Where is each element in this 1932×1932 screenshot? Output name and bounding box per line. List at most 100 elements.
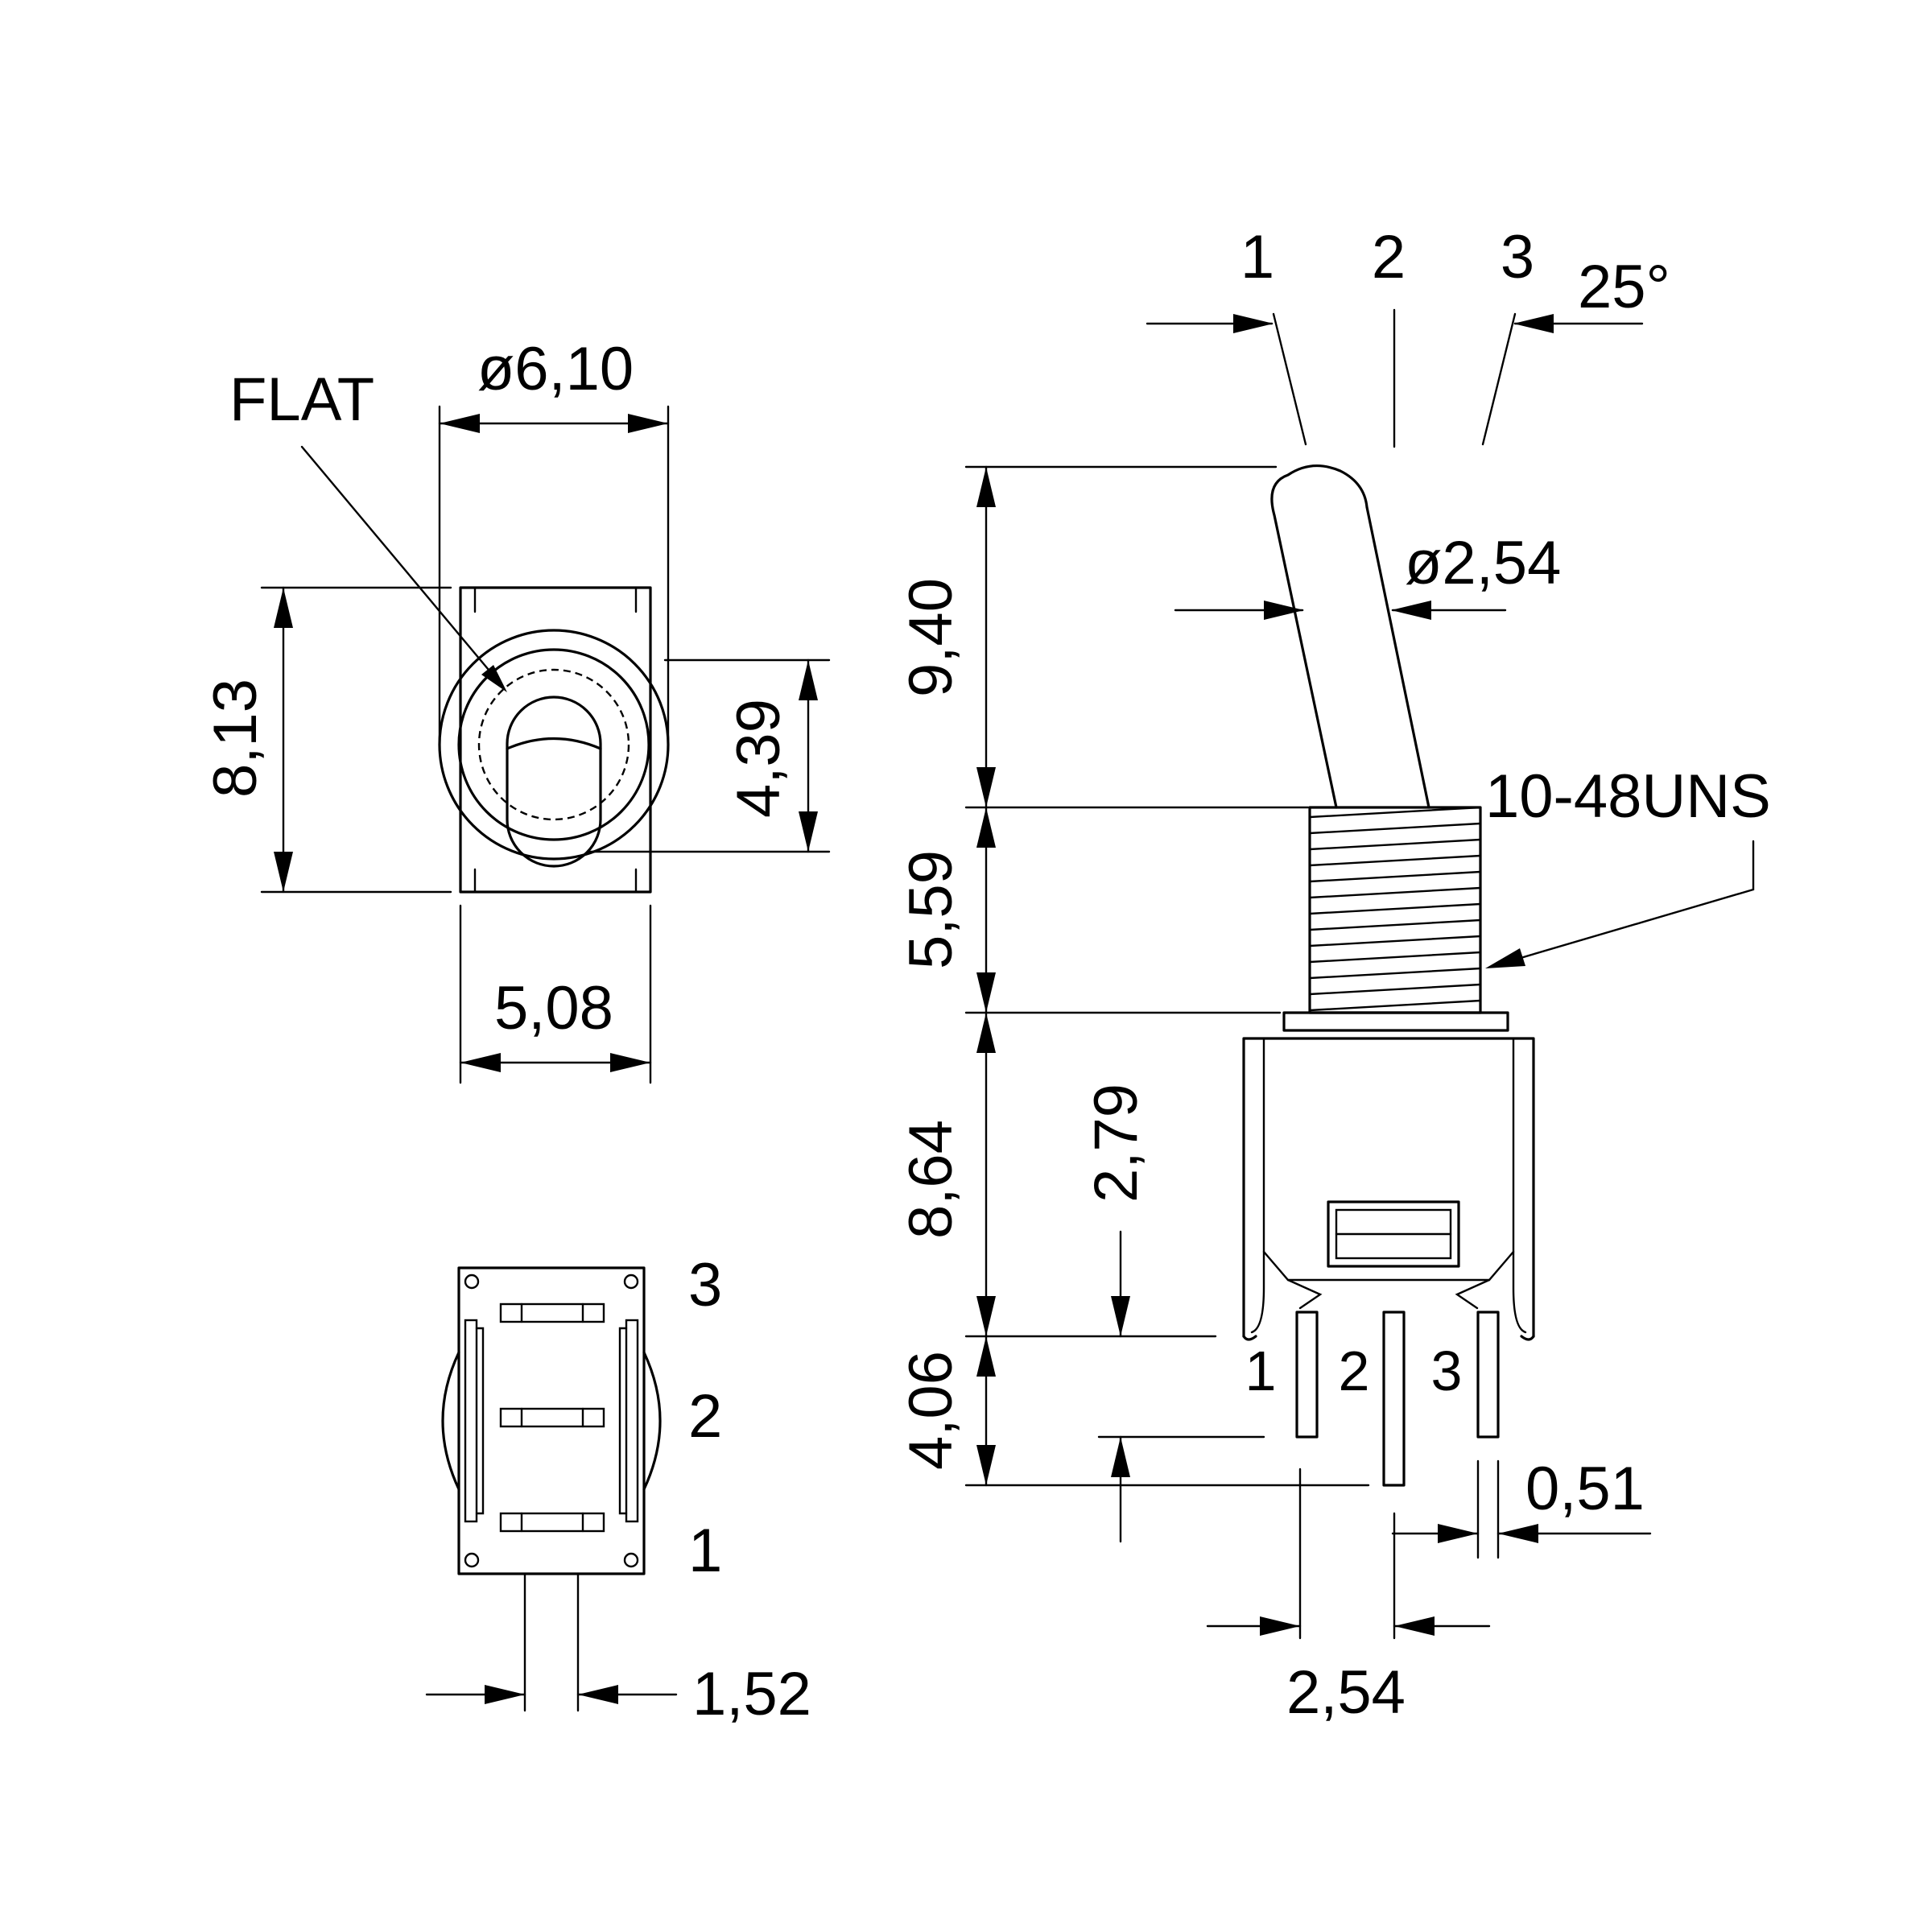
- position-label-1: 1: [1241, 223, 1274, 291]
- bottom-pin-label-3: 3: [688, 1251, 722, 1319]
- bottom-bulge-left: [441, 1351, 460, 1491]
- standoff-label: 2,79: [1082, 1084, 1150, 1203]
- side-view: 1 2 3 25° ø2,54 10-48UNS: [897, 223, 1771, 1727]
- pitch-arrow-right: [1394, 1616, 1435, 1636]
- lever-dia-arrow-right: [1391, 601, 1431, 620]
- dim-arrow-lever-bottom: [976, 767, 996, 807]
- width-arrow-right: [610, 1053, 650, 1072]
- flat-leader-arrowhead: [481, 665, 507, 692]
- pin-thick-arrow-left: [1438, 1524, 1478, 1543]
- dim-arrow-bushing-top: [976, 807, 996, 848]
- front-body-outline: [459, 586, 652, 894]
- lever-dia-arrow-left: [1264, 601, 1304, 620]
- terminal-label-2: 2: [1339, 1340, 1370, 1402]
- dim-arrow-bushing-bottom: [976, 972, 996, 1013]
- corner-screw-br: [623, 1552, 639, 1568]
- threaded-bushing: [1308, 806, 1482, 1014]
- body-window-outer: [1327, 1200, 1460, 1268]
- pin-pitch-label: 2,54: [1286, 1658, 1406, 1727]
- corner-screw-tr: [623, 1274, 639, 1290]
- body-height-label: 8,64: [897, 1120, 965, 1239]
- standoff-arrow-top: [1111, 1296, 1130, 1336]
- flat-label: FLAT: [229, 365, 374, 434]
- bottom-pin-label-2: 2: [688, 1382, 722, 1451]
- flat-leader-line: [300, 445, 502, 686]
- bottom-pin-label-1: 1: [688, 1517, 722, 1585]
- pin-thick-arrow-right: [1498, 1524, 1538, 1543]
- height-arrow-top: [274, 588, 293, 628]
- angle-arrow-left: [1233, 314, 1274, 333]
- width-arrow-left: [460, 1053, 501, 1072]
- terminal-label-1: 1: [1245, 1340, 1277, 1402]
- position-line-3: [1481, 312, 1517, 446]
- bracket-right: [1512, 1037, 1535, 1334]
- bottom-pin-width-label: 1,52: [692, 1660, 811, 1728]
- lever-diameter-label: ø2,54: [1405, 529, 1561, 597]
- terminal-slot-1: [499, 1512, 605, 1533]
- switch-body-outline: [1242, 1037, 1535, 1338]
- position-line-1: [1272, 312, 1307, 446]
- bracket-left: [1242, 1037, 1265, 1334]
- front-width-label: 5,08: [494, 974, 613, 1042]
- bracket-feet: [1242, 1335, 1535, 1341]
- front-lever-tip: [506, 696, 602, 868]
- corner-screw-tl: [464, 1274, 480, 1290]
- bottom-body-outline: [457, 1266, 646, 1575]
- diameter-arrow-left: [440, 414, 480, 433]
- bottom-rail-right: [625, 1319, 639, 1523]
- pin-length-label: 4,06: [897, 1351, 965, 1470]
- front-view: FLAT ø6,10 8,13 4,39 5,08: [201, 335, 831, 1084]
- thread-lines: [1310, 807, 1480, 1012]
- mounting-washer: [1282, 1011, 1509, 1032]
- body-base-chamfer: [1262, 1250, 1515, 1282]
- pin-3: [1476, 1311, 1500, 1439]
- toggle-lever: [1270, 464, 1430, 809]
- height-arrow-bottom: [274, 852, 293, 892]
- bottom-bulge-right: [642, 1351, 662, 1491]
- terminal-slot-dividers: [520, 1302, 584, 1533]
- pin-thickness-label: 0,51: [1525, 1455, 1645, 1523]
- bottom-rail-left-inner: [475, 1327, 485, 1515]
- pin-width-arrow-left: [485, 1685, 525, 1704]
- bushing-length-label: 5,59: [897, 850, 965, 969]
- flat-height-arrow-top: [799, 660, 818, 700]
- position-label-2: 2: [1372, 223, 1406, 291]
- angle-arrow-right: [1513, 314, 1554, 333]
- terminal-slot-2: [499, 1407, 605, 1428]
- position-label-3: 3: [1501, 223, 1534, 291]
- bottom-rail-right-inner: [618, 1327, 628, 1515]
- bottom-rail-left: [464, 1319, 478, 1523]
- bushing-outer-circle: [438, 629, 670, 861]
- dim-arrow-lever-top: [976, 467, 996, 507]
- pitch-arrow-left: [1260, 1616, 1300, 1636]
- thread-spec-label: 10-48UNS: [1485, 762, 1771, 831]
- pin-width-arrow-right: [578, 1685, 618, 1704]
- body-base-clips: [1286, 1278, 1491, 1310]
- front-diameter-label: ø6,10: [477, 335, 634, 403]
- front-lever-tip-shading: [506, 737, 602, 750]
- pin-2: [1382, 1311, 1406, 1487]
- thread-leader-line: [1492, 840, 1755, 968]
- terminal-label-3: 3: [1431, 1340, 1463, 1402]
- diameter-arrow-right: [628, 414, 668, 433]
- bottom-view: 3 2 1 1,52: [425, 1251, 811, 1728]
- dim-arrow-body-bottom: [976, 1296, 996, 1336]
- front-height-label: 8,13: [201, 679, 270, 798]
- bushing-inner-circle: [457, 648, 650, 841]
- front-body-notches: [473, 586, 638, 894]
- thread-leader-arrowhead: [1485, 948, 1525, 968]
- corner-screw-bl: [464, 1552, 480, 1568]
- dim-arrow-body-top: [976, 1013, 996, 1053]
- flat-height-arrow-bottom: [799, 811, 818, 852]
- terminal-slot-3: [499, 1302, 605, 1323]
- front-flat-height-label: 4,39: [724, 699, 793, 818]
- angle-label: 25°: [1578, 253, 1670, 321]
- standoff-arrow-bottom: [1111, 1437, 1130, 1477]
- dim-arrow-pin-top: [976, 1336, 996, 1377]
- dim-arrow-pin-bottom: [976, 1445, 996, 1485]
- pin-1: [1295, 1311, 1319, 1439]
- lever-length-label: 9,40: [897, 578, 965, 697]
- flat-dashed-circle: [477, 668, 630, 821]
